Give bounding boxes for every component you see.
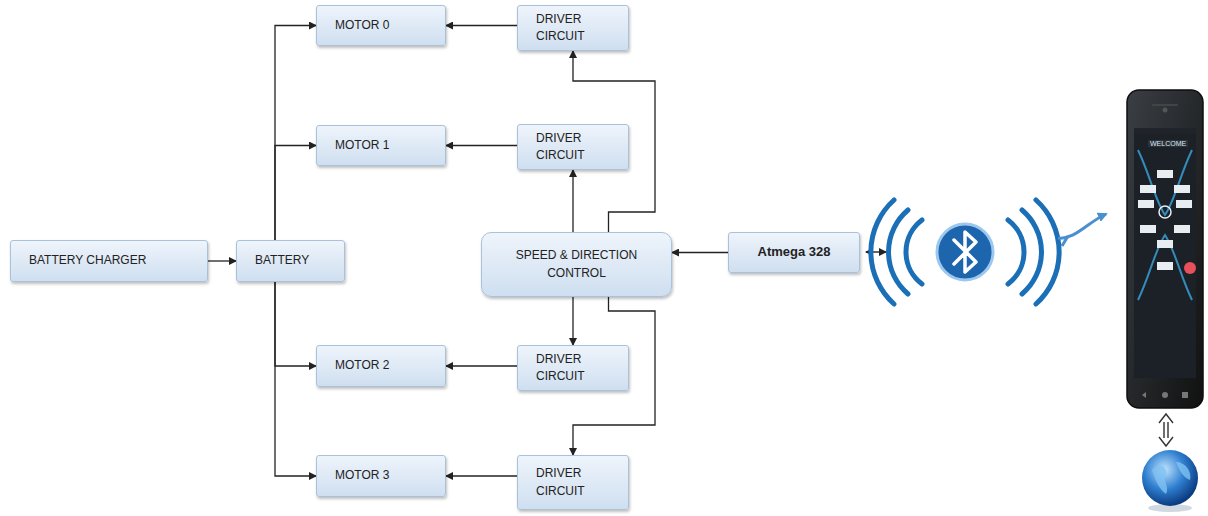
wireless-arrow (1058, 214, 1106, 246)
microcontroller-box: Atmega 328 (728, 232, 860, 273)
box-label: MOTOR 3 (335, 467, 389, 484)
connector-arrow (275, 282, 316, 476)
connector-arrow (446, 145, 517, 146)
screen-title: WELCOME (1148, 140, 1188, 147)
box-label: SPEED & DIRECTION CONTROL (500, 247, 653, 282)
battery-box: BATTERY (236, 240, 345, 282)
box-label: BATTERY (255, 252, 309, 269)
connector-arrow (672, 252, 728, 253)
connector-arrow (572, 297, 573, 345)
motor-box: MOTOR 1 (316, 125, 446, 166)
double-arrow (1159, 414, 1173, 446)
box-label: MOTOR 2 (335, 357, 389, 374)
connector-arrow (275, 282, 316, 366)
driver-box: DRIVER CIRCUIT (517, 455, 629, 510)
phone-illustration (1127, 90, 1203, 408)
connector-arrow (572, 170, 573, 232)
box-label: DRIVER CIRCUIT (536, 351, 610, 386)
connector-arrow (275, 26, 316, 241)
connector-arrow (208, 260, 236, 261)
driver-box: DRIVER CIRCUIT (517, 345, 629, 391)
box-label: DRIVER CIRCUIT (536, 11, 610, 46)
connector-arrow (446, 475, 517, 476)
connector-arrow (446, 365, 517, 366)
box-label: BATTERY CHARGER (29, 252, 146, 269)
charger-box: BATTERY CHARGER (10, 240, 208, 282)
box-label: DRIVER CIRCUIT (536, 465, 610, 500)
motor-box: MOTOR 0 (316, 5, 446, 46)
bluetooth-icon (871, 200, 1059, 304)
connector-arrow (446, 25, 517, 26)
driver-box: DRIVER CIRCUIT (517, 5, 629, 51)
connector-arrow (275, 146, 316, 241)
box-label: DRIVER CIRCUIT (536, 130, 610, 165)
motor-box: MOTOR 2 (316, 345, 446, 387)
globe-icon (1142, 450, 1198, 512)
box-label: Atmega 328 (758, 243, 831, 262)
control-box: SPEED & DIRECTION CONTROL (481, 232, 672, 297)
box-label: MOTOR 1 (335, 137, 389, 154)
driver-box: DRIVER CIRCUIT (517, 124, 629, 170)
box-label: MOTOR 0 (335, 17, 389, 34)
motor-box: MOTOR 3 (316, 455, 446, 497)
